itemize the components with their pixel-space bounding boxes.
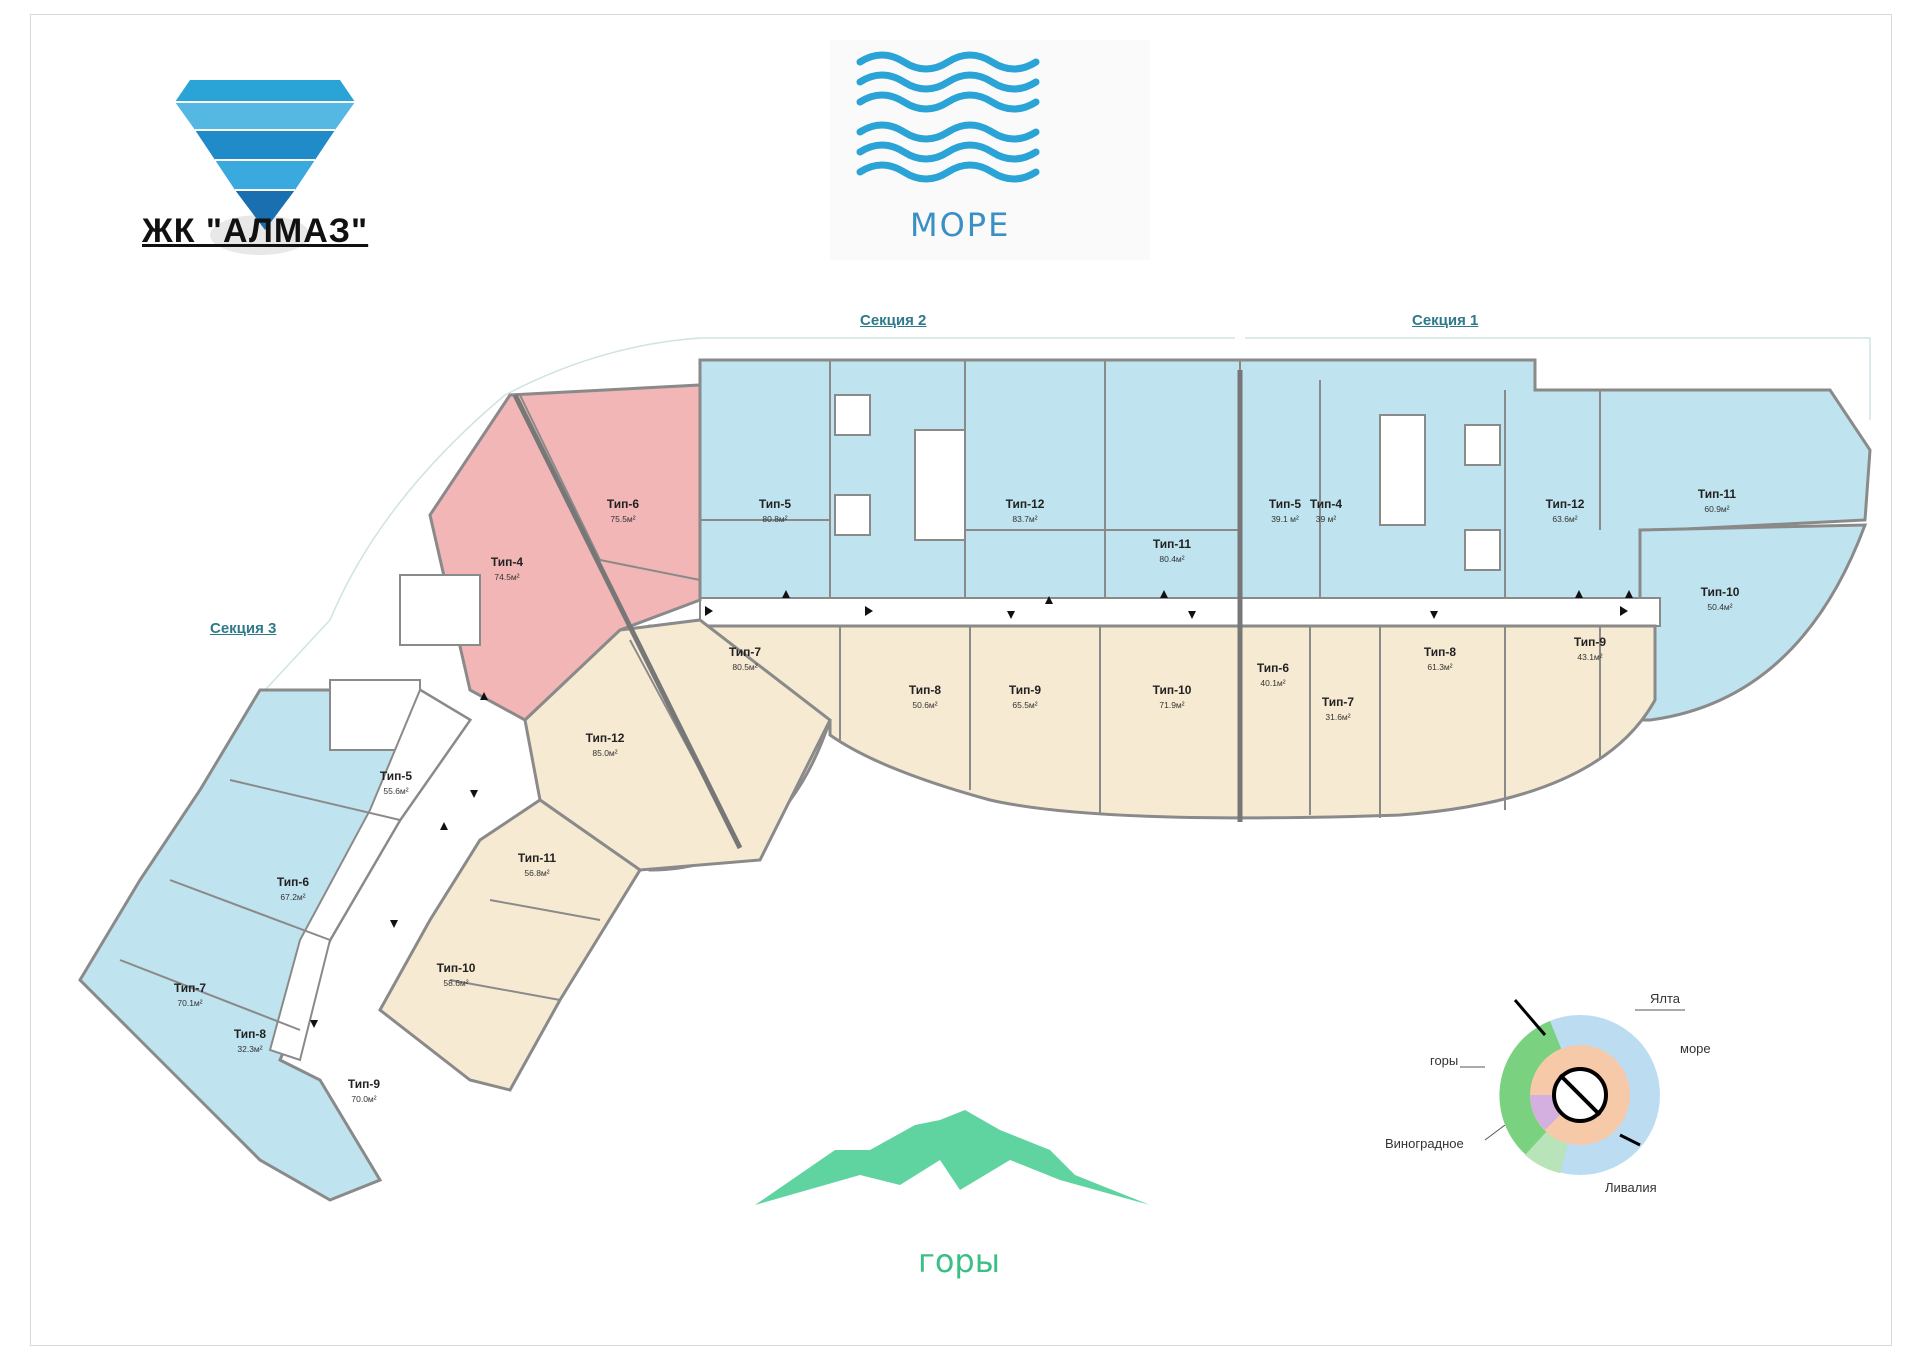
section-1-label[interactable]: Секция 1 [1412, 312, 1479, 329]
apt-label: Тип-12 [1546, 497, 1585, 511]
apt-label: Тип-6 [607, 497, 639, 511]
apt-area: 40.1м² [1260, 678, 1285, 688]
apt-label: Тип-12 [586, 731, 625, 745]
apt-label: Тип-12 [1006, 497, 1045, 511]
apt-label: Тип-10 [1701, 585, 1740, 599]
apt-label: Тип-5 [759, 497, 791, 511]
apt-area: 83.7м² [1012, 514, 1037, 524]
apt-label: Тип-10 [1153, 683, 1192, 697]
apt-area: 31.6м² [1325, 712, 1350, 722]
apt-area: 39.1 м² [1271, 514, 1299, 524]
sea-panel [830, 40, 1150, 260]
apt-area: 43.1м² [1577, 652, 1602, 662]
section-2-label[interactable]: Секция 2 [860, 312, 927, 329]
apt-label: Тип-9 [1574, 635, 1606, 649]
apt-area: 67.2м² [280, 892, 305, 902]
apt-area: 61.3м² [1427, 662, 1452, 672]
apt-label: Тип-8 [1424, 645, 1456, 659]
compass-rose: Ялта море горы Виноградное Ливалия [1385, 991, 1711, 1195]
apt-area: 50.6м² [912, 700, 937, 710]
apt-area: 80.4м² [1159, 554, 1184, 564]
apt-area: 71.9м² [1159, 700, 1184, 710]
apt-label: Тип-8 [909, 683, 941, 697]
apt-label: Тип-11 [1153, 537, 1192, 551]
apt-label: Тип-8 [234, 1027, 266, 1041]
apt-area: 60.9м² [1704, 504, 1729, 514]
apt-area: 58.6м² [443, 978, 468, 988]
apt-label: Тип-6 [277, 875, 309, 889]
apt-label: Тип-9 [1009, 683, 1041, 697]
apt-label: Тип-5 [380, 769, 412, 783]
apt-area: 74.5м² [494, 572, 519, 582]
apt-label: Тип-7 [729, 645, 761, 659]
apt-label: Тип-10 [437, 961, 476, 975]
apt-label: Тип-4 [491, 555, 523, 569]
compass-livadia: Ливалия [1605, 1180, 1657, 1195]
apt-label: Тип-11 [518, 851, 557, 865]
apt-area: 80.5м² [732, 662, 757, 672]
apt-label: Тип-5 [1269, 497, 1301, 511]
apt-area: 63.6м² [1552, 514, 1577, 524]
waves-icon [856, 51, 1040, 183]
apt-area: 75.5м² [610, 514, 635, 524]
sea-label: МОРЕ [910, 206, 1011, 244]
apt-area: 85.0м² [592, 748, 617, 758]
section-3-label[interactable]: Секция 3 [210, 620, 277, 637]
apt-label: Тип-7 [1322, 695, 1354, 709]
apt-area: 50.4м² [1707, 602, 1732, 612]
apt-label: Тип-7 [174, 981, 206, 995]
apartment-labels: Тип-6 75.5м² Тип-4 74.5м² Тип-5 80.8м² Т… [174, 487, 1740, 1104]
apt-area: 70.0м² [351, 1094, 376, 1104]
mountain-icon [755, 1110, 1150, 1205]
brand-title: ЖК "АЛМАЗ" [142, 212, 369, 250]
apt-label: Тип-6 [1257, 661, 1289, 675]
apt-area: 56.8м² [524, 868, 549, 878]
compass-sea: море [1680, 1041, 1711, 1056]
apt-area: 39 м² [1316, 514, 1337, 524]
page-frame [30, 14, 1892, 1346]
apt-area: 80.8м² [762, 514, 787, 524]
diamond-logo [175, 80, 355, 255]
apt-area: 55.6м² [383, 786, 408, 796]
apt-area: 65.5м² [1012, 700, 1037, 710]
apt-label: Тип-11 [1698, 487, 1737, 501]
compass-mountains: горы [1430, 1053, 1458, 1068]
apt-area: 32.3м² [237, 1044, 262, 1054]
compass-yalta: Ялта [1650, 991, 1681, 1006]
apt-label: Тип-9 [348, 1077, 380, 1091]
apt-area: 70.1м² [177, 998, 202, 1008]
compass-vinogradnoe: Виноградное [1385, 1136, 1464, 1151]
apt-label: Тип-4 [1310, 497, 1342, 511]
mountains-label: горы [918, 1242, 1000, 1280]
entry-arrows [310, 590, 1633, 1028]
